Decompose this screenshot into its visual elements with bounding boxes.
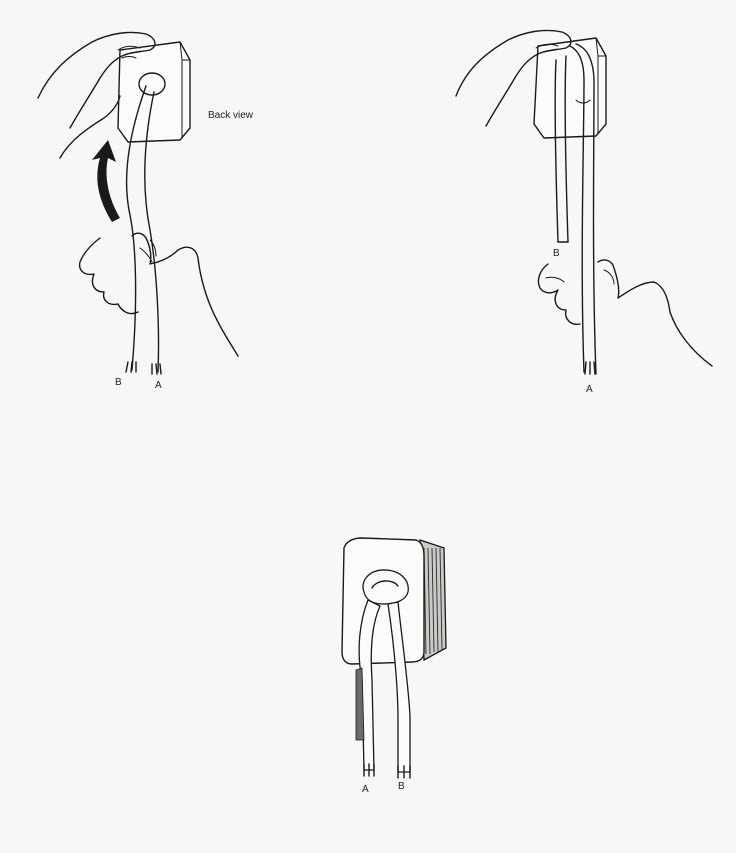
strand-label-b: B [398,781,405,792]
strand-label-a: A [155,380,162,391]
view-label: Back view [208,110,254,121]
strand-label-a: A [362,784,369,795]
panel-2: B A [456,30,712,395]
strand-label-b: B [115,377,122,388]
hand-icon [538,260,712,366]
panel-1: Back view B A [38,32,254,391]
strand-label-b: B [553,248,560,259]
block-icon [534,38,606,138]
panel-3: A B [342,538,446,795]
strand-label-a: A [586,384,593,395]
curved-arrow-icon [92,140,120,222]
